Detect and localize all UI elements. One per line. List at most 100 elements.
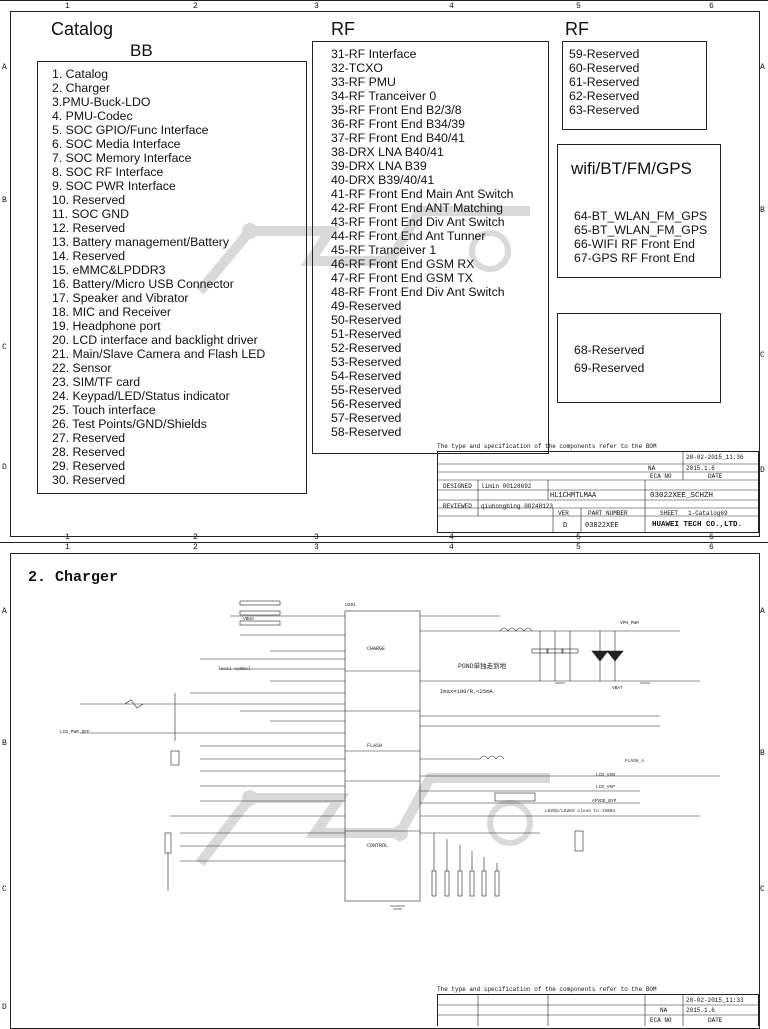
bb-catalog-item: 22. Sensor (52, 361, 112, 375)
reserved-item: 68-Reserved (574, 343, 645, 357)
ruler-row-b: B (2, 196, 7, 205)
ruler2-row-c: C (2, 885, 7, 894)
ruler-col-6: 6 (709, 2, 714, 11)
tb2-na: NA (660, 1007, 668, 1014)
ruler-bottom-col-2: 2 (193, 533, 198, 542)
tb-eca-label: ECA NO (650, 473, 672, 480)
label-control-block: CONTROL (367, 843, 389, 849)
bb-catalog-item: 20. LCD interface and backlight driver (52, 333, 258, 347)
bb-catalog-item: 6. SOC Media Interface (52, 137, 181, 151)
rf-catalog-item: 52-Reserved (331, 341, 402, 355)
tb-board: HL1CHMTLMAA (550, 492, 597, 500)
tb-designed-by: limin 00128692 (481, 483, 532, 490)
rf-catalog-item: 31-RF Interface (331, 47, 417, 61)
bb-catalog-item: 12. Reserved (52, 221, 126, 235)
bb-catalog-item: 16. Battery/Micro USB Connector (52, 277, 234, 291)
rf-catalog-item: 53-Reserved (331, 355, 402, 369)
label-imax: Imax=100/R,<25mA (440, 688, 493, 695)
rf-catalog-item: 54-Reserved (331, 369, 402, 383)
rf-catalog-item: 48-RF Front End Div Ant Switch (331, 285, 505, 299)
label-charge-block: CHARGE (367, 646, 386, 652)
ruler2-col-1: 1 (65, 543, 70, 552)
ruler-col-3: 3 (314, 2, 319, 11)
ruler2-row-b: B (2, 739, 7, 748)
bb-catalog-item: 24. Keypad/LED/Status indicator (52, 389, 230, 403)
ruler2-row-d: D (2, 1003, 7, 1012)
ruler-bottom-col-3: 3 (314, 533, 319, 542)
ruler2-col-5: 5 (576, 543, 581, 552)
label-lcd-vsn: LCD_VSN (596, 773, 615, 778)
bb-catalog-item: 18. MIC and Receiver (52, 305, 171, 319)
label-vph-pwr: VPH_PWR (620, 621, 639, 626)
ruler2-row-c-right: C (760, 885, 765, 894)
rf-catalog-item: 43-RF Front End Div Ant Switch (331, 215, 505, 229)
tb-timestamp: 28-02-2015_11:36 (686, 454, 744, 461)
bb-catalog-item: 21. Main/Slave Camera and Flash LED (52, 347, 266, 361)
wifi-item: 66-WIFI RF Front End (574, 237, 695, 251)
label-flash-a: FLASH_A (625, 759, 644, 764)
ruler-col-4: 4 (449, 2, 454, 11)
ruler-bottom-col-5: 5 (576, 533, 581, 542)
ruler2-row-a-right: A (760, 607, 765, 616)
spec-note-2: The type and specification of the compon… (437, 986, 657, 993)
ruler-row-b-right: B (760, 206, 765, 215)
label-pgnd: PGND单独走到地 (458, 663, 507, 670)
title-block: 28-02-2015_11:36 NA 2015.1.6 ECA NO DATE… (437, 451, 759, 533)
bb-catalog-item: 29. Reserved (52, 459, 126, 473)
ruler2-col-2: 2 (193, 543, 198, 552)
ruler2-row-b-right: B (760, 749, 765, 758)
label-local-symbol: local symbol (218, 667, 251, 672)
charger-schematic (80, 600, 720, 910)
rf-catalog-item: 46-RF Front End GSM RX (331, 257, 475, 271)
tb-na: NA (648, 465, 656, 472)
rf-reserved-item: 63-Reserved (569, 103, 640, 117)
ruler-bottom-col-1: 1 (65, 533, 70, 542)
title-block-2: 28-02-2015_11:33 NA 2015.1.6 ECA NO DATE (437, 994, 759, 1026)
tb-date: 2015.1.6 (686, 465, 715, 472)
sheet-catalog: 1 2 3 4 5 6 A B C D A B C D Catalog BB R… (0, 0, 768, 543)
catalog-header: Catalog (51, 19, 114, 39)
ic-u201-body (344, 610, 421, 902)
ruler-bottom-col-4: 4 (449, 533, 454, 542)
bb-header: BB (130, 41, 153, 60)
label-lcd-pwr-off: LCD_PWR_OFF (60, 730, 90, 735)
rf-catalog-item: 50-Reserved (331, 313, 402, 327)
rf-catalog-item: 38-DRX LNA B40/41 (331, 145, 444, 159)
bb-catalog-item: 13. Battery management/Battery (52, 235, 230, 249)
label-vbat: VBAT (612, 686, 623, 691)
bb-catalog-item: 11. SOC GND (52, 207, 129, 221)
rf-catalog-item: 55-Reserved (331, 383, 402, 397)
tb-designed-label: DESIGNED (443, 483, 472, 490)
bb-catalog-item: 1. Catalog (52, 67, 109, 81)
sheet-charger: 1 2 3 4 5 6 A B C D A B C 2. Charger (0, 542, 768, 1029)
bb-catalog-item: 23. SIM/TF card (52, 375, 141, 389)
rf-catalog-item: 39-DRX LNA B39 (331, 159, 427, 173)
bb-catalog-item: 3.PMU-Buck-LDO (52, 95, 151, 109)
bb-catalog-item: 8. SOC RF Interface (52, 165, 164, 179)
ruler-row-c: C (2, 343, 7, 352)
rf-reserved-item: 61-Reserved (569, 75, 640, 89)
label-lcd-vsp: LCD_VSP (596, 785, 615, 790)
reserved-item: 69-Reserved (574, 361, 645, 375)
ruler-row-a-right: A (760, 63, 765, 72)
ruler-row-a: A (2, 63, 7, 72)
tb-reviewed-label: REVIEWED (443, 503, 472, 510)
reserved-list-2: 68-Reserved 69-Reserved (574, 341, 644, 377)
charger-title: 2. Charger (28, 569, 119, 586)
sheet-frame (10, 11, 760, 537)
bb-catalog-item: 27. Reserved (52, 431, 126, 445)
title-block-grid (438, 452, 758, 532)
ruler-bottom-col-6: 6 (709, 533, 714, 542)
label-u201: U201 (345, 603, 356, 608)
bb-catalog-item: 5. SOC GPIO/Func Interface (52, 123, 209, 137)
wifi-item: 64-BT_WLAN_FM_GPS (574, 209, 708, 223)
ruler2-row-a: A (2, 607, 7, 616)
rf-reserved-item: 62-Reserved (569, 89, 640, 103)
wifi-item: 65-BT_WLAN_FM_GPS (574, 223, 708, 237)
ruler-row-d-right: D (760, 466, 765, 475)
column-ruler-bottom: 1 2 3 4 5 6 (0, 533, 768, 543)
